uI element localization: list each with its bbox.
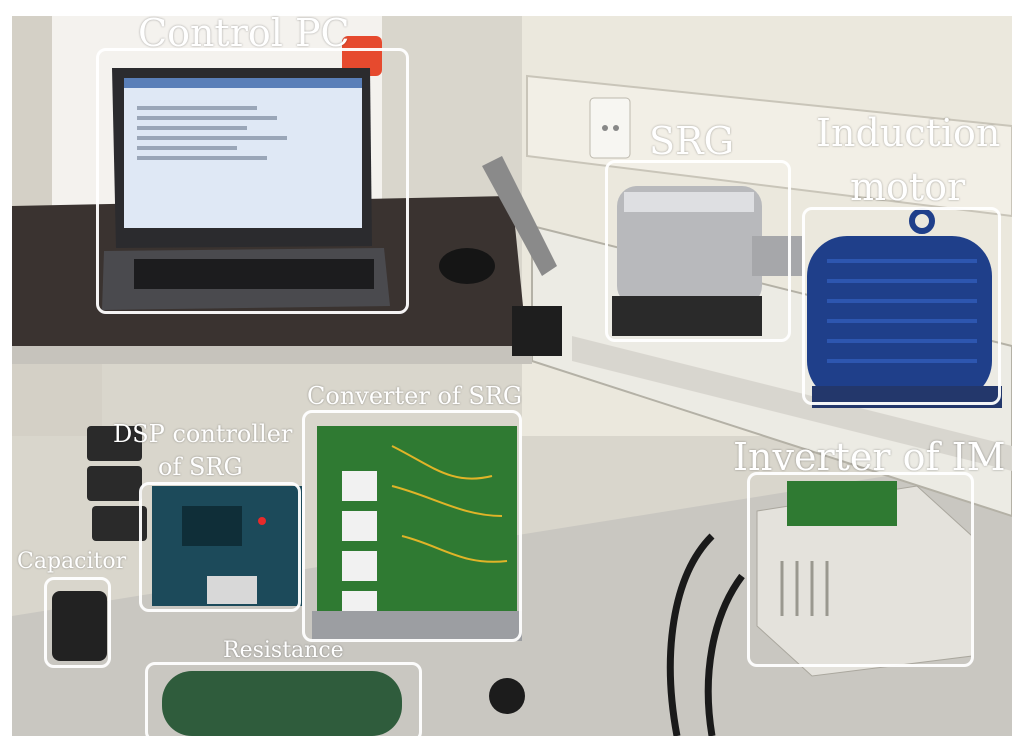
inverter-label: Inverter of IM (733, 435, 1006, 479)
wall-trunking (526, 74, 1012, 218)
wall-socket (589, 97, 631, 159)
laptop-icon (102, 68, 390, 310)
capacitor-label: Capacitor (17, 549, 127, 574)
dsp-controller-box (139, 482, 301, 612)
srg-machine (612, 186, 802, 336)
converter-label: Converter of SRG (307, 382, 523, 410)
induction-motor-label-line1: Induction (816, 111, 1001, 155)
srg-label: SRG (649, 119, 734, 163)
cart-edge (12, 346, 532, 364)
control-pc-box (96, 48, 409, 314)
cables (666, 533, 745, 736)
resistance-box (145, 662, 422, 742)
resistance-tube (162, 671, 402, 736)
inverter-box (747, 472, 974, 667)
srg-box (605, 160, 791, 342)
bench-rail (572, 336, 1012, 471)
capacitor-box (44, 577, 111, 668)
converter-board (312, 426, 522, 641)
cart-wheel (489, 678, 525, 714)
converter-box (302, 410, 522, 642)
induction-motor-label-line2: motor (850, 165, 966, 209)
dsp-controller-label-line1: DSP controller (113, 420, 293, 448)
inverter-unit (756, 481, 973, 677)
resistance-label: Resistance (223, 638, 344, 663)
dsp-board (152, 486, 302, 606)
control-pc-label: Control PC (138, 11, 350, 55)
dsp-controller-label-line2: of SRG (158, 453, 243, 481)
lamp-arm (482, 156, 557, 276)
capacitor-bank (52, 426, 147, 661)
induction-motor-box (802, 207, 1001, 405)
mouse-icon (439, 248, 495, 284)
